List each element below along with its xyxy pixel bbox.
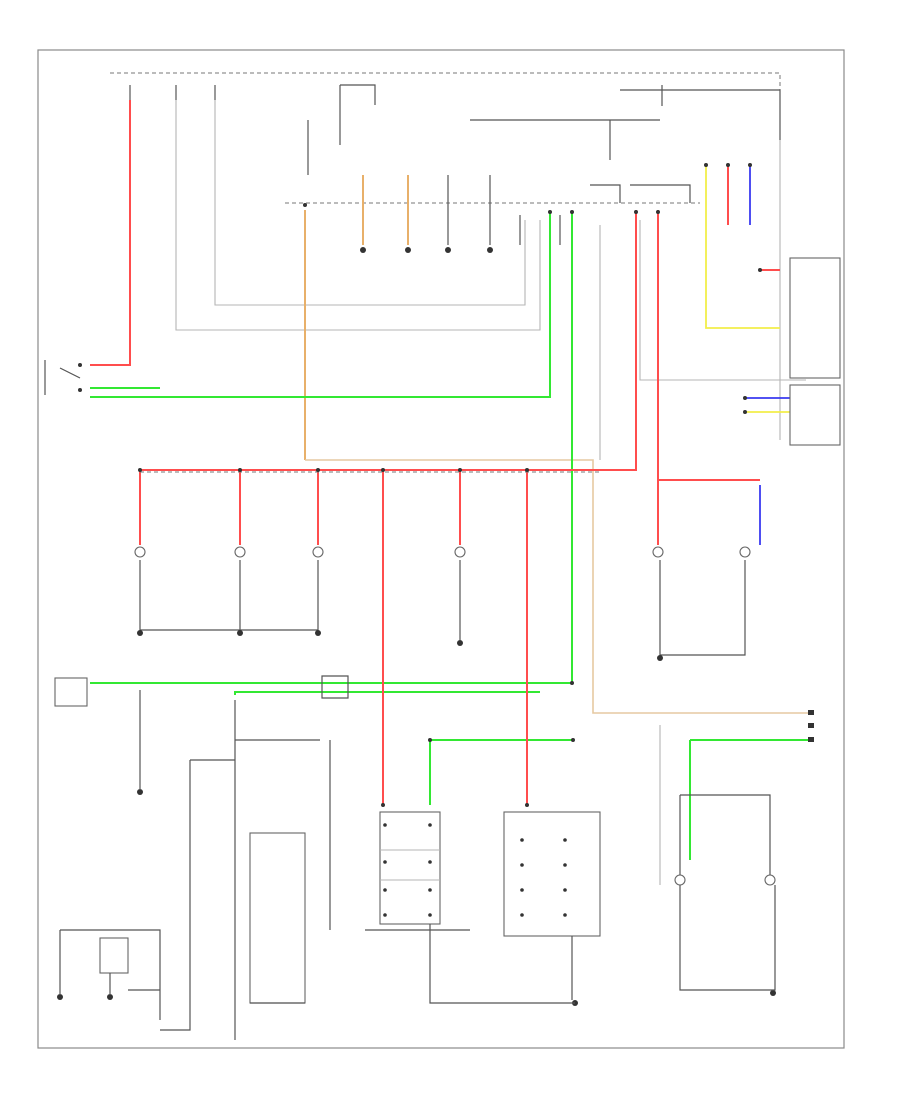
green-wire-hazard (90, 212, 551, 398)
right-rear-connector (503, 811, 601, 1000)
tan-wire (305, 459, 812, 714)
red-wire-left-feed (90, 100, 131, 366)
bottom-left-switch (59, 929, 161, 1020)
lamp-ground-lines (139, 560, 746, 656)
yellow-wire (705, 165, 780, 329)
gray-harness (175, 100, 806, 460)
main-connector-strip (285, 89, 781, 204)
lamp-icon (134, 546, 776, 886)
left-rear-connector (365, 811, 575, 1004)
green-wire-lower (234, 691, 540, 695)
green-wire-long (90, 212, 573, 684)
right-connector-pins (808, 710, 814, 742)
hazard-switch (44, 360, 82, 395)
right-lower-lamps (659, 725, 776, 991)
lamp-grounds (57, 630, 776, 1006)
red-bus (140, 210, 637, 471)
strip-stub-wires (362, 175, 561, 245)
red-drops (139, 470, 659, 805)
left-control-box (54, 677, 88, 707)
strip-connection-dots (138, 163, 752, 807)
right-side-switch-block (743, 257, 841, 446)
stub-grounds (360, 247, 493, 253)
red-bus-right (657, 210, 760, 481)
diagram-frame (37, 49, 845, 1049)
top-feed-lines (110, 72, 781, 175)
relay-unit (160, 675, 349, 1040)
